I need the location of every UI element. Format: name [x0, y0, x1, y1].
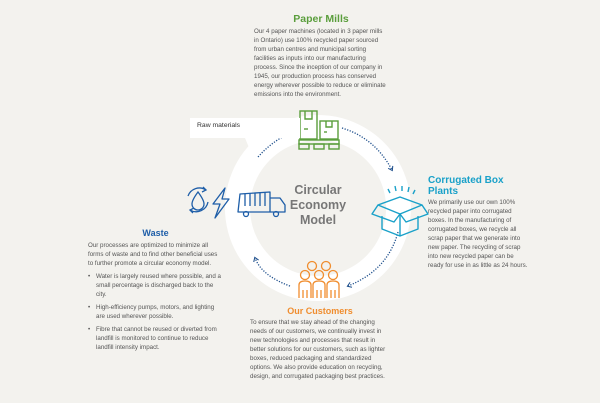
waste-bullet-list: Water is largely reused where possible, …	[88, 272, 223, 352]
waste-section: Waste Our processes are optimized to min…	[88, 228, 223, 356]
customers-title: Our Customers	[287, 306, 353, 316]
paper-mills-section: Paper Mills Our 4 paper machines (locate…	[254, 13, 388, 99]
waste-title: Waste	[142, 228, 169, 238]
center-label: Circular Economy Model	[268, 183, 368, 228]
raw-materials-label: Raw materials	[197, 122, 241, 129]
customers-section: Our Customers To ensure that we stay ahe…	[250, 306, 390, 381]
paper-mills-text: Our 4 paper machines (located in 3 paper…	[254, 28, 386, 98]
waste-bullet: Water is largely reused where possible, …	[88, 272, 223, 299]
center-label-line: Circular	[294, 183, 342, 197]
garbage-truck-icon	[237, 191, 286, 218]
lightning-bolt-icon	[212, 187, 230, 219]
customers-text: To ensure that we stay ahead of the chan…	[250, 319, 386, 380]
arrow-mills-to-boxplants	[341, 127, 394, 172]
waste-bullet: Fibre that cannot be reused or diverted …	[88, 325, 223, 352]
box-plants-title: Corrugated Box Plants	[428, 175, 504, 197]
waste-text: Our processes are optimized to minimize …	[88, 242, 218, 267]
people-group-icon	[298, 260, 340, 298]
center-label-line: Economy	[289, 198, 347, 212]
waste-bullet: High-efficiency pumps, motors, and light…	[88, 303, 223, 321]
open-box-icon	[371, 185, 429, 237]
paper-mills-title: Paper Mills	[293, 13, 349, 25]
raw-materials-box	[190, 118, 300, 138]
boxes-on-pallet-icon	[298, 110, 340, 150]
box-plants-text: We primarily use our own 100% recycled p…	[428, 199, 528, 269]
raw-materials-connector	[245, 138, 260, 150]
box-plants-section: Corrugated Box Plants We primarily use o…	[428, 175, 528, 270]
center-label-line: Model	[299, 213, 337, 227]
water-recycle-icon	[187, 186, 209, 214]
